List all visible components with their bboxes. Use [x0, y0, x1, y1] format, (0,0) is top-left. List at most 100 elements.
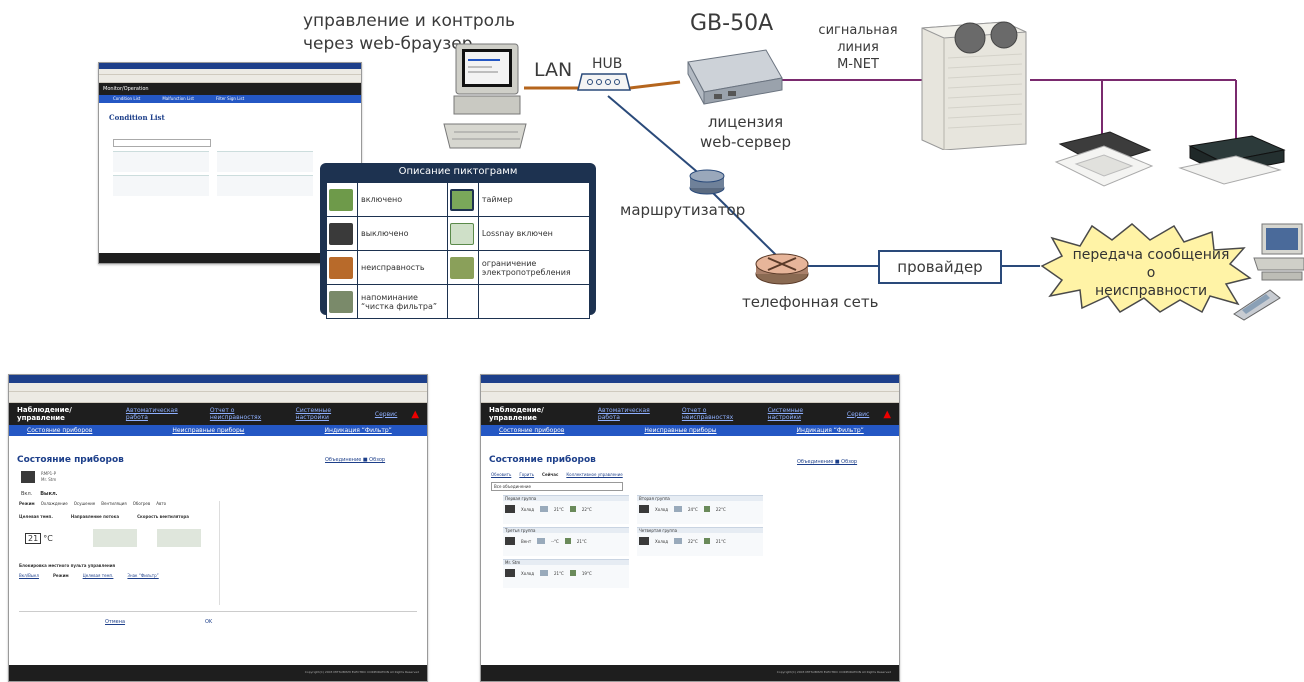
- tab-filter-sign[interactable]: Индикация “Фильтр”: [324, 427, 392, 434]
- now-link[interactable]: Сейчас: [542, 472, 559, 477]
- mobile-phone-icon: [1232, 288, 1282, 322]
- group-name: Вторая группа: [637, 496, 763, 501]
- menu-bar: [9, 383, 427, 392]
- air-direction-image: [93, 529, 137, 547]
- mode-fan[interactable]: Вентиляция: [101, 501, 127, 506]
- lan-cable-controller: [629, 80, 681, 90]
- on-option[interactable]: Вкл.: [21, 491, 33, 497]
- group-name: Mr. Stm: [503, 560, 629, 565]
- collective-control-link[interactable]: Коллективное управление: [566, 472, 623, 477]
- legend-row: неисправность ограничение электропотребл…: [326, 250, 591, 285]
- signal-line2: линия: [837, 40, 879, 55]
- group-temp-set: 21°C: [553, 570, 564, 576]
- signal-line1: сигнальная: [818, 23, 898, 38]
- legend-label: включено: [357, 182, 448, 217]
- off-option[interactable]: Выкл.: [40, 491, 58, 497]
- fan-icon: [569, 506, 576, 512]
- unit-status-icon: [505, 537, 515, 545]
- group-dropdown[interactable]: [113, 139, 211, 147]
- phone-network-icon: [754, 248, 810, 286]
- signal-line-label: сигнальная линия M-NET: [818, 22, 898, 73]
- refresh-link[interactable]: Обновить: [491, 472, 512, 477]
- tab-faulty-units[interactable]: Неисправные приборы: [644, 427, 717, 434]
- nav-settings[interactable]: Системные настройки: [767, 407, 804, 421]
- page-title: Состояние приборов: [489, 455, 596, 465]
- tab-faulty-units[interactable]: Неисправные приборы: [172, 427, 245, 434]
- page-footer: Copyright(C) 2003 MITSUBISHI ELECTRIC CO…: [481, 665, 899, 681]
- group-temp-set: 22°C: [687, 538, 698, 544]
- mode-cool[interactable]: Охлаждение: [40, 501, 68, 506]
- cancel-button[interactable]: Отмена: [105, 619, 126, 625]
- lock-filter-sign[interactable]: Знак “Фильтр”: [127, 573, 159, 578]
- tab-unit-status[interactable]: Состояние приборов: [499, 427, 565, 434]
- tab-unit-status[interactable]: Состояние приборов: [27, 427, 93, 434]
- page-footer: [99, 253, 361, 263]
- lock-onoff[interactable]: Вкл/Выкл: [19, 573, 39, 578]
- lock-target-temp[interactable]: Целевая темп.: [82, 573, 114, 578]
- thermometer-icon: [537, 538, 546, 544]
- legend-label: выключено: [357, 216, 448, 251]
- group-mode: Холод: [655, 538, 668, 544]
- group-tile: [113, 151, 209, 172]
- unit-on-icon: [329, 188, 353, 211]
- ok-button[interactable]: OK: [205, 619, 213, 625]
- thermometer-icon: [673, 538, 682, 544]
- ducted-unit-icon: [1176, 134, 1288, 190]
- nav-service[interactable]: Сервис: [846, 410, 870, 418]
- mode-heat[interactable]: Обогрев: [132, 501, 151, 506]
- temperature-value: 21: [25, 533, 42, 544]
- group-dropdown[interactable]: Все объединение: [491, 482, 623, 491]
- unit-status-icon: [505, 569, 515, 577]
- group-temp-set: --°C: [551, 538, 559, 544]
- app-header-title: Наблюдение/управление: [17, 406, 72, 422]
- unit-status-icon: [639, 505, 649, 513]
- group-temp-room: 22°C: [715, 506, 726, 512]
- lock-mode[interactable]: Режим: [52, 573, 69, 578]
- tab-condition-list[interactable]: Condition List: [113, 96, 141, 101]
- tab-filter-sign-list[interactable]: Filter Sign List: [215, 96, 245, 101]
- group-temp-room: 19°C: [581, 570, 592, 576]
- unit-overview-screenshot: Наблюдение/управление Автоматическая раб…: [480, 374, 900, 682]
- menu-bar: [481, 383, 899, 392]
- nav-report[interactable]: Отчет о неисправностях: [209, 407, 262, 421]
- nav-auto[interactable]: Автоматическая работа: [125, 407, 178, 421]
- brand-logo-icon: ▲: [411, 408, 420, 420]
- legend-row: выключено Lossnay включен: [326, 216, 591, 251]
- timer-icon: [449, 188, 474, 211]
- nav-settings[interactable]: Системные настройки: [295, 407, 332, 421]
- nav-auto[interactable]: Автоматическая работа: [597, 407, 650, 421]
- view-switch-link[interactable]: Объединение ■ Обзор: [325, 457, 386, 463]
- link-2[interactable]: Горить: [519, 472, 535, 477]
- mode-auto[interactable]: Авто: [156, 501, 167, 506]
- gb50a-controller-icon: [674, 44, 786, 110]
- thermometer-icon: [539, 570, 548, 576]
- group-tile: [217, 175, 313, 196]
- group-mode: Вент: [521, 538, 532, 544]
- browser-control-line2: через web-браузер: [303, 34, 473, 54]
- failure-line2: неисправности: [1094, 283, 1208, 299]
- mode-dry[interactable]: Осушение: [73, 501, 96, 506]
- page-title: Condition List: [109, 113, 165, 122]
- view-switch-link[interactable]: Объединение ■ Обзор: [797, 459, 858, 465]
- app-header: Наблюдение/управление Автоматическая раб…: [481, 403, 899, 425]
- nav-service[interactable]: Сервис: [374, 410, 398, 418]
- temperature-unit: °C: [43, 534, 53, 543]
- unit-status-icon: [21, 471, 35, 483]
- copyright-text: Copyright(C) 2003 MITSUBISHI ELECTRIC CO…: [304, 670, 419, 674]
- lock-items: Вкл/Выкл Режим Целевая темп. Знак “Фильт…: [19, 573, 159, 578]
- group-mode: Холод: [655, 506, 668, 512]
- power-limit-icon: [449, 256, 474, 279]
- fan-icon: [703, 538, 710, 544]
- lock-label: Блокировка местного пульта управления: [19, 563, 116, 568]
- tab-filter-sign[interactable]: Индикация “Фильтр”: [796, 427, 864, 434]
- legend-row: напоминание “чистка фильтра”: [326, 284, 591, 319]
- nav-report[interactable]: Отчет о неисправностях: [681, 407, 734, 421]
- brand-logo-icon: ▲: [883, 408, 892, 420]
- group-temp-set: 21°C: [553, 506, 564, 512]
- tab-malfunction-list[interactable]: Malfunction List: [162, 96, 194, 101]
